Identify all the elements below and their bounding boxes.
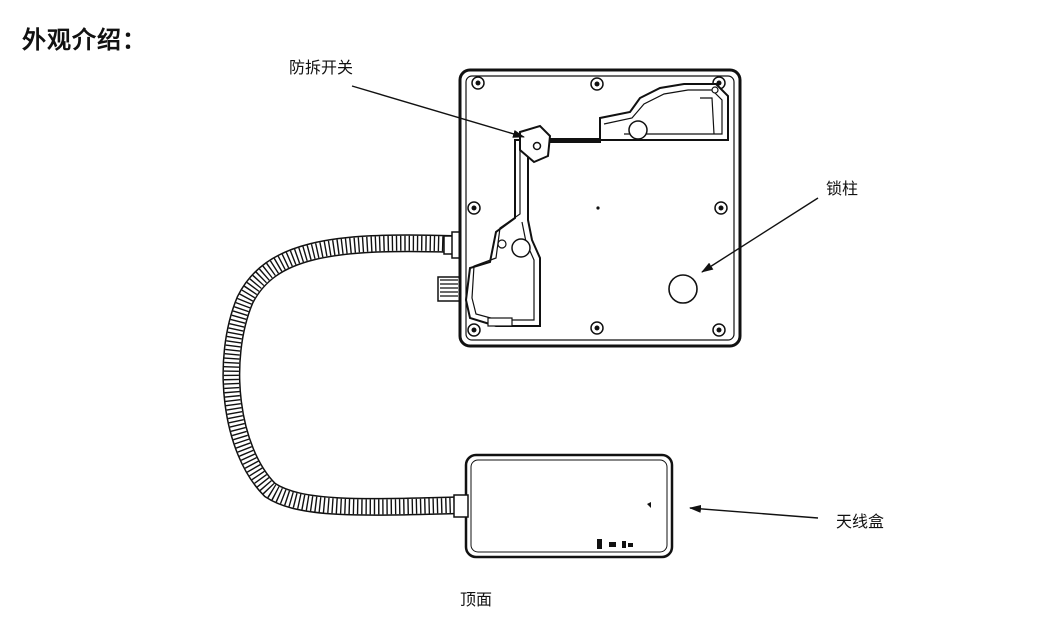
threaded-port bbox=[437, 276, 461, 302]
screw-icon bbox=[590, 77, 604, 91]
antenna-box-label: 天线盒 bbox=[836, 512, 885, 531]
screw-icon bbox=[471, 76, 485, 90]
antenna-box-arrow bbox=[689, 504, 819, 519]
page-heading: 外观介绍： bbox=[22, 26, 147, 54]
tamper-switch-arrow bbox=[351, 85, 525, 138]
main-unit bbox=[458, 68, 742, 348]
center-dot bbox=[596, 206, 600, 210]
lock-post bbox=[668, 274, 698, 304]
screw-icon bbox=[714, 201, 728, 215]
screw-icon bbox=[467, 323, 481, 337]
screw-icon bbox=[712, 323, 726, 337]
view-caption: 顶面 bbox=[460, 590, 493, 609]
armored-cable bbox=[222, 234, 467, 516]
lock-post-label: 锁柱 bbox=[826, 179, 859, 198]
antenna-box bbox=[453, 453, 674, 559]
screw-icon bbox=[590, 321, 604, 335]
lock-post-arrow bbox=[701, 197, 819, 273]
screw-icon bbox=[467, 201, 481, 215]
internal-channel bbox=[464, 83, 729, 327]
tamper-switch-label: 防拆开关 bbox=[289, 58, 354, 77]
